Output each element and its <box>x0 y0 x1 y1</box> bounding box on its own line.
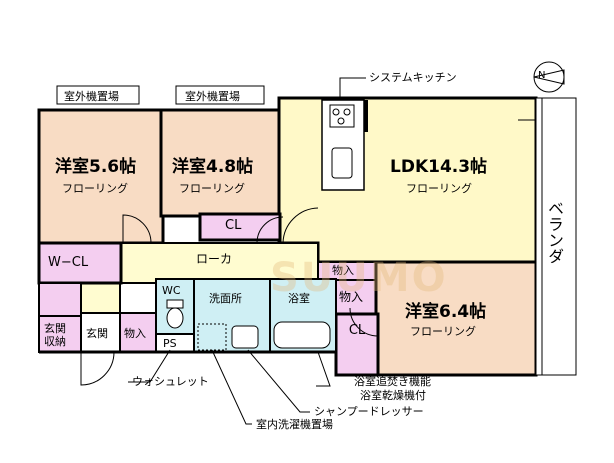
room-ldk <box>277 96 538 264</box>
washbasin-icon <box>231 325 259 349</box>
outdoor-unit-label-1: 室外機置場 <box>64 90 119 103</box>
sink-icon <box>331 147 353 179</box>
entrance-box <box>80 312 121 353</box>
storage-top-label: 物入 <box>332 264 354 277</box>
balcony-label: ベランダ <box>545 200 564 264</box>
bathtub-icon <box>273 321 331 349</box>
room1-name: 洋室5.6帖 <box>55 157 137 177</box>
storage-entrance-label: 物入 <box>124 327 146 340</box>
bathroom-label: 浴室 <box>288 292 310 305</box>
walk-in-closet-label: W−CL <box>48 255 89 270</box>
storage-right-label: 物入 <box>339 290 364 304</box>
closet-cl-right-label: CL <box>348 323 366 338</box>
washer-space-annotation: 室内洗濯機置場 <box>256 418 333 431</box>
room3-floor: フローリング <box>410 325 476 338</box>
entrance-storage-right <box>119 312 157 353</box>
entrance-storage-label: 玄関 収納 <box>44 322 66 348</box>
room3-name: 洋室6.4帖 <box>405 302 487 322</box>
door-entrance-icon <box>80 351 115 386</box>
ldk-floor: フローリング <box>406 182 472 195</box>
walk-in-closet <box>37 241 123 285</box>
wc-label: WC <box>162 284 181 297</box>
washroom-label: 洗面所 <box>209 292 242 305</box>
kitchen-annotation: システムキッチン <box>369 71 457 84</box>
balcony-area <box>535 97 577 376</box>
stove-icon <box>329 104 355 128</box>
closet-cl-top <box>198 212 282 242</box>
walk-in-closet-extension <box>38 282 82 317</box>
ps-label: PS <box>163 337 177 350</box>
door-room2-icon <box>256 216 284 244</box>
door-room3-icon <box>349 307 379 337</box>
toilet-icon <box>166 307 184 329</box>
room2-floor: フローリング <box>179 182 245 195</box>
room-western-6-4 <box>374 260 538 377</box>
outdoor-unit-label-2: 室外機置場 <box>185 90 240 103</box>
corridor-label: ローカ <box>196 252 233 266</box>
entrance-label: 玄関 <box>86 327 108 340</box>
closet-cl-top-label: CL <box>225 218 242 233</box>
watermark-text: SUUMO <box>270 255 448 301</box>
room1-floor: フローリング <box>62 182 128 195</box>
bath-dryer-annotation: 浴室乾燥機付 <box>360 389 426 402</box>
ldk-name: LDK14.3帖 <box>390 157 488 177</box>
north-arrow-icon <box>533 61 565 93</box>
door-ldk-icon <box>282 207 319 244</box>
shampoo-dresser-annotation: シャンプードレッサー <box>314 405 424 418</box>
door-room1-icon <box>122 214 152 244</box>
outdoor-unit-box-1 <box>56 85 140 105</box>
compass-label: N <box>538 70 546 81</box>
bath-reheat-annotation: 浴室追焚き機能 <box>354 375 431 388</box>
room2-name: 洋室4.8帖 <box>172 157 254 177</box>
washlet-annotation: ウォシュレット <box>132 375 209 388</box>
room-western-4-8 <box>159 108 281 218</box>
outdoor-unit-box-2 <box>175 85 265 105</box>
